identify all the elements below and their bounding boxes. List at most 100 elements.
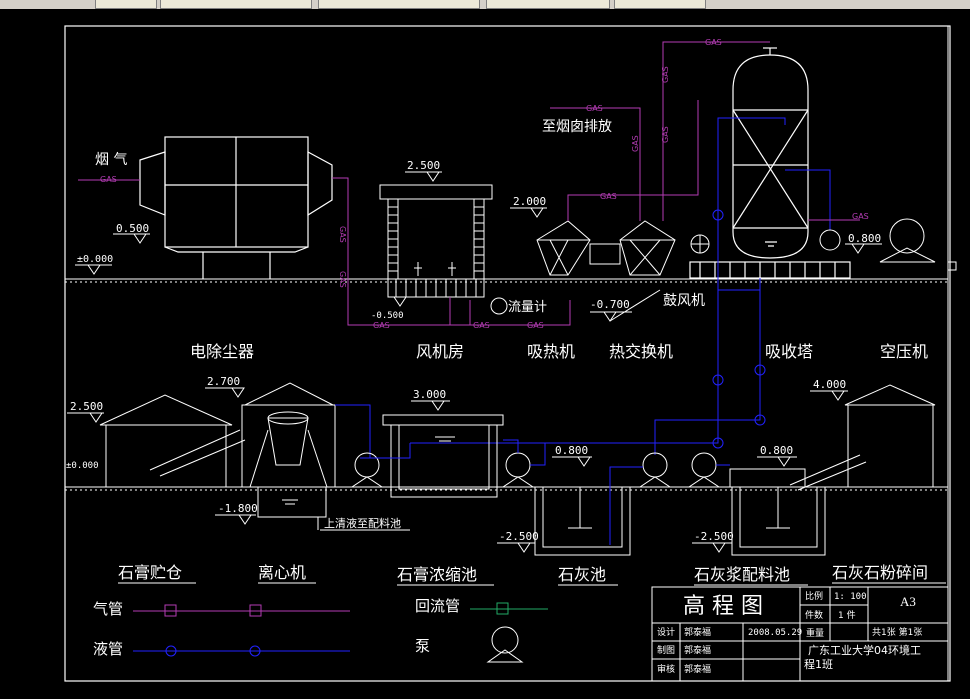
heat-exchanger-label: 热交换机 bbox=[609, 342, 673, 361]
liquid-pipe-centrifuge bbox=[335, 404, 371, 458]
elev-marker-n0700: -0.700 bbox=[590, 289, 661, 322]
elev-marker-2500-fan: 2.500 bbox=[405, 159, 442, 182]
gypsum-silo-label: 石膏贮仓 bbox=[118, 563, 182, 582]
gas-pipe-exchanger-to-tower bbox=[567, 100, 699, 221]
svg-text:2.700: 2.700 bbox=[207, 375, 240, 388]
pump-3 bbox=[638, 452, 672, 488]
ground-line-upper bbox=[65, 278, 948, 283]
legend-pump-icon bbox=[486, 626, 524, 663]
gas-tag-vertical-2: GAS bbox=[338, 271, 347, 288]
lime-slurry-label: 石灰浆配料池 bbox=[694, 565, 790, 584]
toolbar-tab[interactable] bbox=[160, 0, 312, 9]
gas-pipe-tower-top bbox=[662, 41, 770, 221]
tb-scale-label: 比例 bbox=[805, 590, 823, 602]
svg-text:3.000: 3.000 bbox=[413, 388, 446, 401]
svg-text:2.500: 2.500 bbox=[407, 159, 440, 172]
legend-gas-line bbox=[133, 604, 350, 617]
gas-tag-horizontal-3: GAS bbox=[527, 321, 544, 330]
tb-design-name: 郭泰福 bbox=[684, 626, 711, 638]
toolbar-tab[interactable] bbox=[486, 0, 610, 9]
elev-marker-3000: 3.000 bbox=[411, 388, 450, 411]
liquid-pipe-main-return bbox=[410, 278, 761, 444]
liquid-valve-2 bbox=[712, 374, 724, 386]
thickener-label: 石膏浓缩池 bbox=[397, 565, 477, 584]
window-toolbar-strip bbox=[0, 0, 970, 9]
to-chimney-label: 至烟囱排放 bbox=[542, 119, 612, 135]
toolbar-tab[interactable] bbox=[318, 0, 480, 9]
limestone-crusher bbox=[789, 384, 936, 491]
elev-marker-n2500-b: -2.500 bbox=[692, 530, 734, 553]
centrifuge bbox=[241, 382, 336, 488]
gas-tag-vertical-5: GAS bbox=[661, 66, 670, 83]
tb-drawn-name: 郭泰福 bbox=[684, 644, 711, 656]
gas-tag-vertical-1: GAS bbox=[338, 226, 347, 243]
gas-pipe-fan-to-exchanger bbox=[449, 297, 571, 326]
liquid-pipe-thickener-in bbox=[360, 443, 411, 459]
air-compressor bbox=[819, 218, 936, 263]
svg-text:4.000: 4.000 bbox=[813, 378, 846, 391]
svg-text:流量计: 流量计 bbox=[508, 300, 547, 315]
esp-unit bbox=[139, 136, 333, 279]
toolbar-tab[interactable] bbox=[614, 0, 706, 9]
tb-scale-value: 1: 100 bbox=[834, 592, 867, 602]
elev-marker-2700: 2.700 bbox=[205, 375, 245, 398]
tb-org-line2: 程1班 bbox=[804, 658, 833, 671]
liquid-valve-1 bbox=[712, 209, 724, 221]
elev-marker-2000: 2.000 bbox=[510, 195, 547, 218]
elev-marker-n0500: -0.500 bbox=[371, 296, 407, 321]
svg-text:-2.500: -2.500 bbox=[694, 530, 734, 543]
elev-marker-0800-a: 0.800 bbox=[552, 444, 592, 467]
tb-date: 2008.05.29 bbox=[748, 628, 802, 638]
gas-tag-horizontal-1: GAS bbox=[373, 321, 390, 330]
svg-text:0.800: 0.800 bbox=[760, 444, 793, 457]
legend-liquid-label: 液管 bbox=[93, 640, 123, 658]
legend-return-line bbox=[470, 602, 548, 615]
svg-text:-0.700: -0.700 bbox=[590, 298, 630, 311]
legend-gas-label: 气管 bbox=[93, 600, 123, 618]
svg-text:0.500: 0.500 bbox=[116, 222, 149, 235]
liquid-valve-4 bbox=[754, 364, 766, 376]
viewport-grip[interactable] bbox=[947, 261, 957, 271]
heat-exchanger bbox=[589, 220, 676, 276]
elev-marker-zero-top: ±0.000 bbox=[75, 254, 113, 275]
absorption-tower bbox=[689, 47, 851, 279]
title-block bbox=[651, 586, 949, 682]
liquid-valve-3 bbox=[712, 437, 724, 449]
overflow-note: 上清液至配料池 bbox=[324, 516, 401, 530]
svg-text:2.000: 2.000 bbox=[513, 195, 546, 208]
tb-qty-value: 1 件 bbox=[838, 609, 856, 621]
elev-marker-zero-bottom: ±0.000 bbox=[66, 461, 99, 471]
toolbar-tab[interactable] bbox=[95, 0, 157, 9]
elev-marker-4000: 4.000 bbox=[810, 378, 848, 401]
tb-design-label: 设计 bbox=[657, 626, 675, 638]
gas-tag-vertical-4: GAS bbox=[661, 126, 670, 143]
liquid-pipe-tower-recirc bbox=[785, 169, 831, 230]
svg-text:-1.800: -1.800 bbox=[218, 502, 258, 515]
tb-check-label: 审核 bbox=[657, 663, 675, 675]
gas-pipe-esp-to-fan bbox=[332, 177, 471, 326]
esp-label: 电除尘器 bbox=[190, 342, 254, 361]
svg-text:-2.500: -2.500 bbox=[499, 530, 539, 543]
legend-liquid-line bbox=[133, 645, 350, 657]
centrifuge-label: 离心机 bbox=[258, 563, 306, 582]
svg-text:±0.000: ±0.000 bbox=[66, 461, 99, 471]
fan-room-label: 风机房 bbox=[416, 342, 464, 361]
gas-tag-vertical-3: GAS bbox=[631, 135, 640, 152]
pump-2 bbox=[501, 452, 535, 488]
lime-pool-label: 石灰池 bbox=[558, 565, 606, 584]
liquid-pipe-tower-spray bbox=[717, 117, 786, 290]
svg-text:0.800: 0.800 bbox=[555, 444, 588, 457]
liquid-pipe-pump2 bbox=[530, 443, 546, 466]
gas-tag-horizontal-4: GAS bbox=[600, 192, 617, 201]
lime-slurry-pool bbox=[729, 468, 826, 556]
liquid-pipe-thickener-out bbox=[503, 439, 519, 453]
air-compressor-label: 空压机 bbox=[880, 342, 928, 361]
tb-qty-label: 件数 bbox=[805, 609, 823, 621]
heat-absorber-label: 吸热机 bbox=[527, 342, 575, 361]
gas-tag-top: GAS bbox=[705, 38, 722, 47]
gas-inlet-tag: GAS bbox=[100, 175, 117, 184]
tb-weight-label: 重量 bbox=[806, 627, 824, 639]
gas-tag-chimney: GAS bbox=[586, 104, 603, 113]
absorber-label: 吸收塔 bbox=[765, 342, 813, 361]
flue-gas-label: 烟 气 bbox=[95, 152, 127, 168]
